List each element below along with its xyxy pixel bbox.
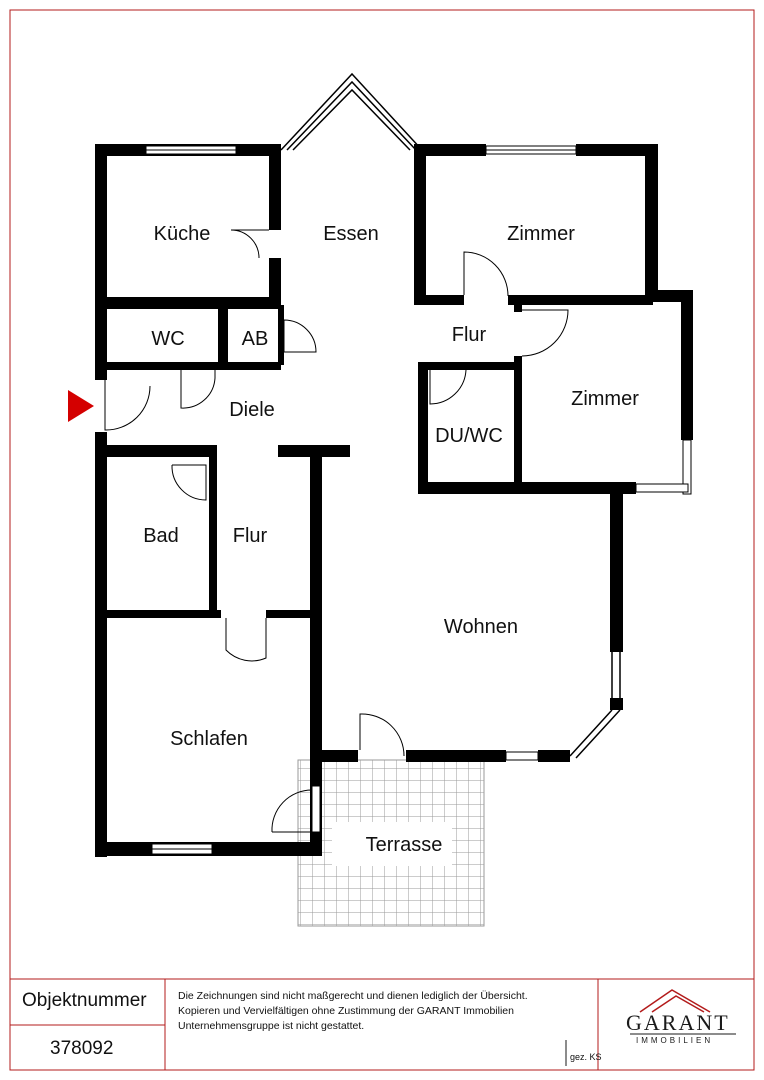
page-frame	[9, 9, 755, 1071]
disclaimer-line-3: Unternehmensgruppe ist nicht gestattet.	[178, 1020, 365, 1032]
disclaimer-line-1: Die Zeichnungen sind nicht maßgerecht un…	[178, 990, 528, 1002]
garant-logo-icon	[639, 989, 711, 1013]
walls	[95, 144, 693, 857]
room-zimmer-2: Zimmer	[571, 388, 639, 410]
room-flur-2: Flur	[233, 525, 268, 547]
signature: gez. KS	[570, 1052, 602, 1062]
room-bad: Bad	[143, 525, 179, 547]
doors	[104, 229, 569, 833]
room-du-wc: DU/WC	[435, 425, 503, 447]
room-kueche: Küche	[154, 223, 211, 245]
logo-name: GARANT	[626, 1010, 730, 1035]
corner-window	[569, 652, 621, 759]
room-wc: WC	[151, 328, 184, 350]
entrance-arrow-icon	[68, 390, 94, 422]
room-ab: AB	[242, 328, 269, 350]
objektnummer-label: Objektnummer	[22, 990, 147, 1011]
logo-subtitle: IMMOBILIEN	[636, 1036, 714, 1045]
room-essen: Essen	[323, 223, 379, 245]
objektnummer-value: 378092	[50, 1038, 114, 1059]
disclaimer-line-2: Kopieren und Vervielfältigen ohne Zustim…	[178, 1005, 514, 1017]
room-wohnen: Wohnen	[444, 616, 518, 638]
room-diele: Diele	[229, 399, 275, 421]
room-schlafen: Schlafen	[170, 728, 248, 750]
room-zimmer-1: Zimmer	[507, 223, 575, 245]
bay-window	[280, 72, 423, 151]
terrace-area	[297, 759, 485, 927]
windows	[145, 145, 692, 855]
room-terrasse: Terrasse	[366, 834, 443, 856]
room-flur-1: Flur	[452, 324, 487, 346]
